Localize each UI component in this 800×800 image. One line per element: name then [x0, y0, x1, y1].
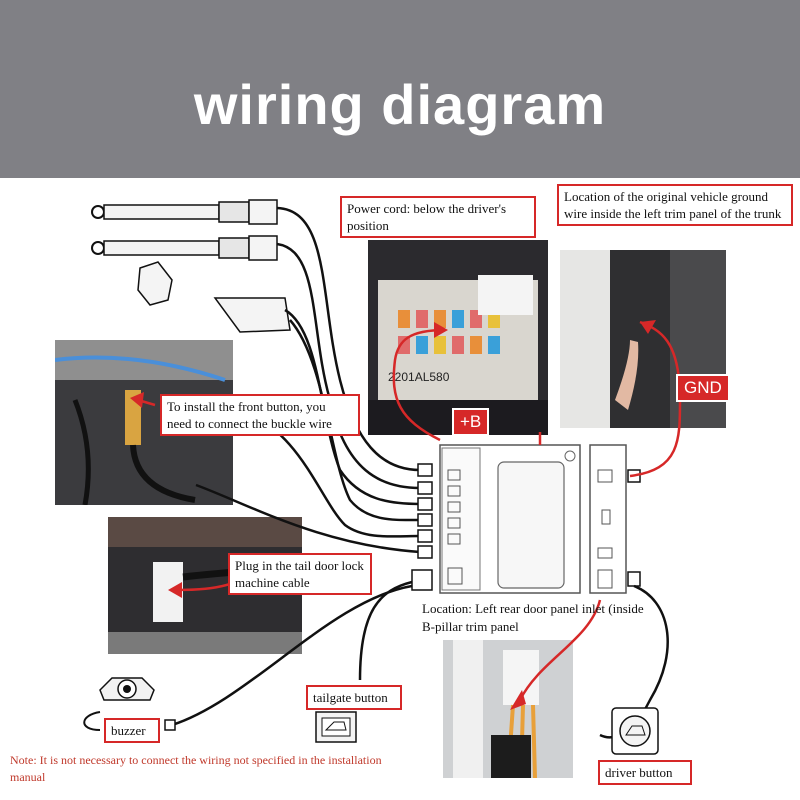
driver-button-label: driver button	[598, 760, 692, 785]
title-banner: wiring diagram	[0, 0, 800, 178]
connector-column	[411, 463, 433, 591]
lock-actuator	[137, 261, 173, 306]
installation-note: Note: It is not necessary to connect the…	[10, 753, 382, 784]
buzzer-label: buzzer	[104, 718, 160, 743]
page-title: wiring diagram	[193, 73, 607, 136]
ground-location-label: Location of the original vehicle ground …	[557, 184, 793, 226]
front-button-graphic	[55, 340, 233, 505]
tailgate-button-label: tailgate button	[306, 685, 402, 710]
fuse-box-code: 2201AL580	[388, 370, 450, 384]
fuse-box-photo: 2201AL580	[368, 240, 548, 435]
strut-actuator-bottom	[91, 235, 278, 261]
trunk-trim-photo	[560, 250, 726, 428]
trunk-trim-graphic	[560, 250, 670, 428]
driver-button-device	[611, 707, 659, 755]
power-cord-label: Power cord: below the driver's position	[340, 196, 536, 238]
latch-module	[213, 297, 291, 333]
gnd-tag: GND	[676, 374, 730, 402]
control-module	[439, 444, 641, 594]
b-pillar-graphic	[453, 640, 539, 778]
strut-actuator-top	[91, 199, 278, 225]
front-button-label: To install the front button, you need to…	[160, 394, 360, 436]
tail-door-lock-label: Plug in the tail door lock machine cable	[228, 553, 372, 595]
tailgate-button-device	[315, 711, 357, 743]
door-panel-location-text: Location: Left rear door panel inlet (in…	[422, 601, 644, 634]
buzzer-device	[99, 677, 155, 701]
plus-b-tag: +B	[452, 408, 490, 436]
